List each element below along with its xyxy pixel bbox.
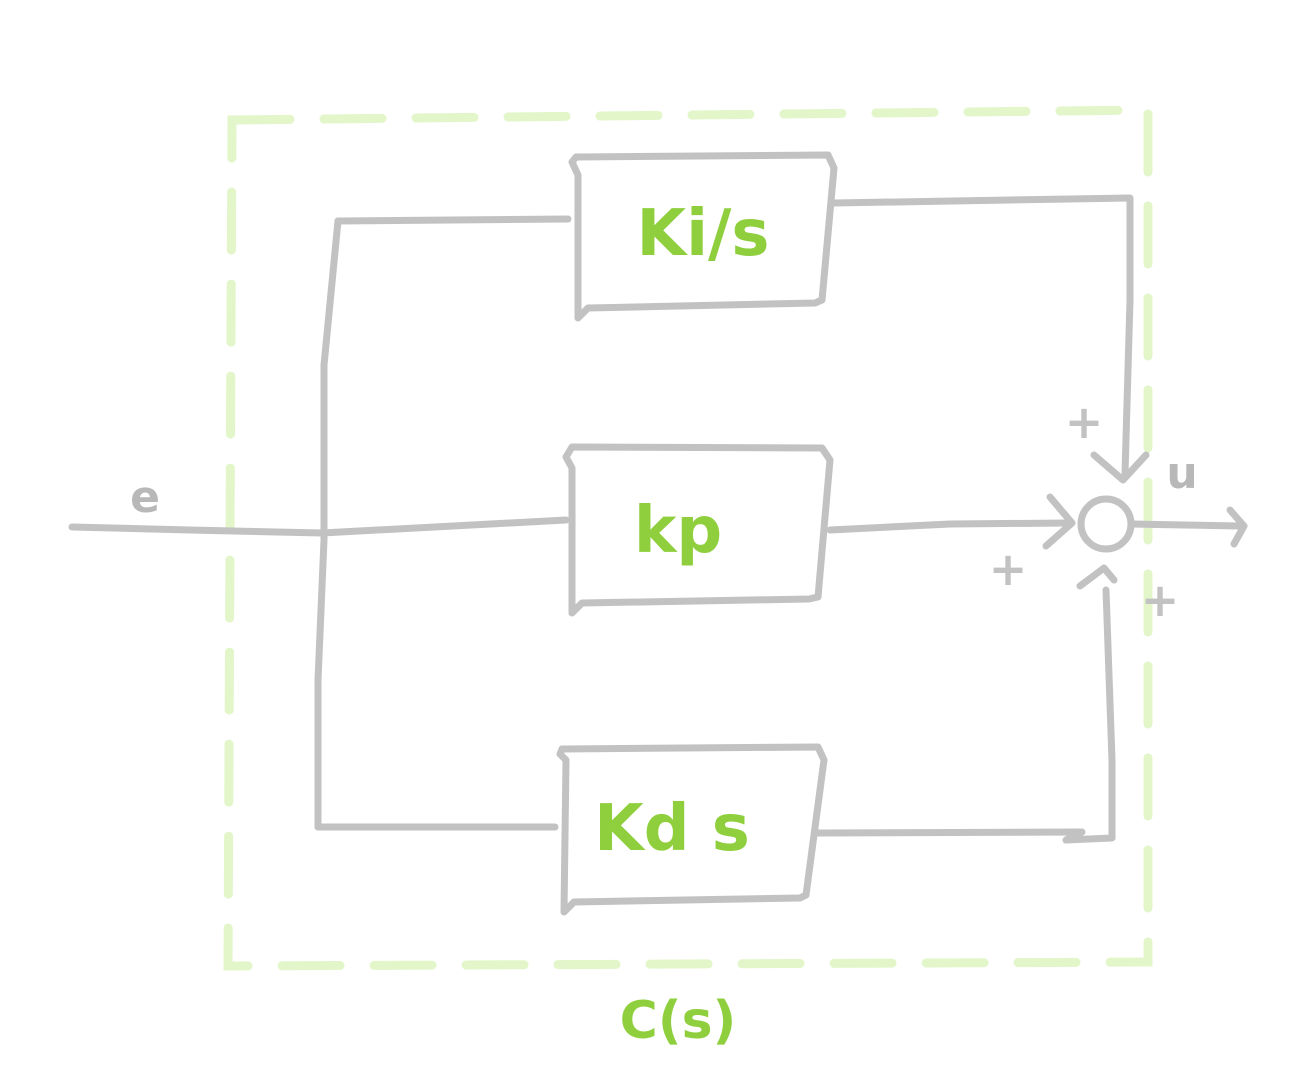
branch-bus	[314, 217, 342, 831]
output-wire	[1128, 520, 1244, 530]
derivative-gain-label: Kd s	[594, 792, 750, 866]
integral-block	[568, 151, 838, 322]
wire-to-proportional	[318, 516, 570, 537]
sign-bottom: +	[1141, 573, 1180, 627]
summing-junction	[1077, 495, 1135, 553]
proportional-output-wire	[826, 519, 1072, 534]
left-arrowhead	[1042, 493, 1076, 550]
bottom-arrowhead	[1076, 564, 1118, 590]
integral-gain-label: Ki/s	[637, 197, 770, 271]
output-arrowhead	[1226, 506, 1248, 548]
derivative-block	[556, 743, 828, 916]
wire-to-integral	[334, 215, 572, 225]
input-wire	[68, 523, 326, 537]
top-arrowhead	[1090, 451, 1150, 484]
proportional-gain-label: kp	[634, 494, 722, 568]
controller-label: C(s)	[620, 991, 737, 1051]
sign-left: +	[989, 542, 1028, 596]
output-signal-label: u	[1166, 448, 1197, 499]
derivative-output-wire	[814, 586, 1116, 844]
integral-output-wire	[830, 194, 1134, 477]
input-signal-label: e	[130, 472, 160, 523]
proportional-block	[562, 443, 834, 617]
sign-top: +	[1065, 395, 1104, 449]
controller-boundary	[223, 105, 1153, 971]
